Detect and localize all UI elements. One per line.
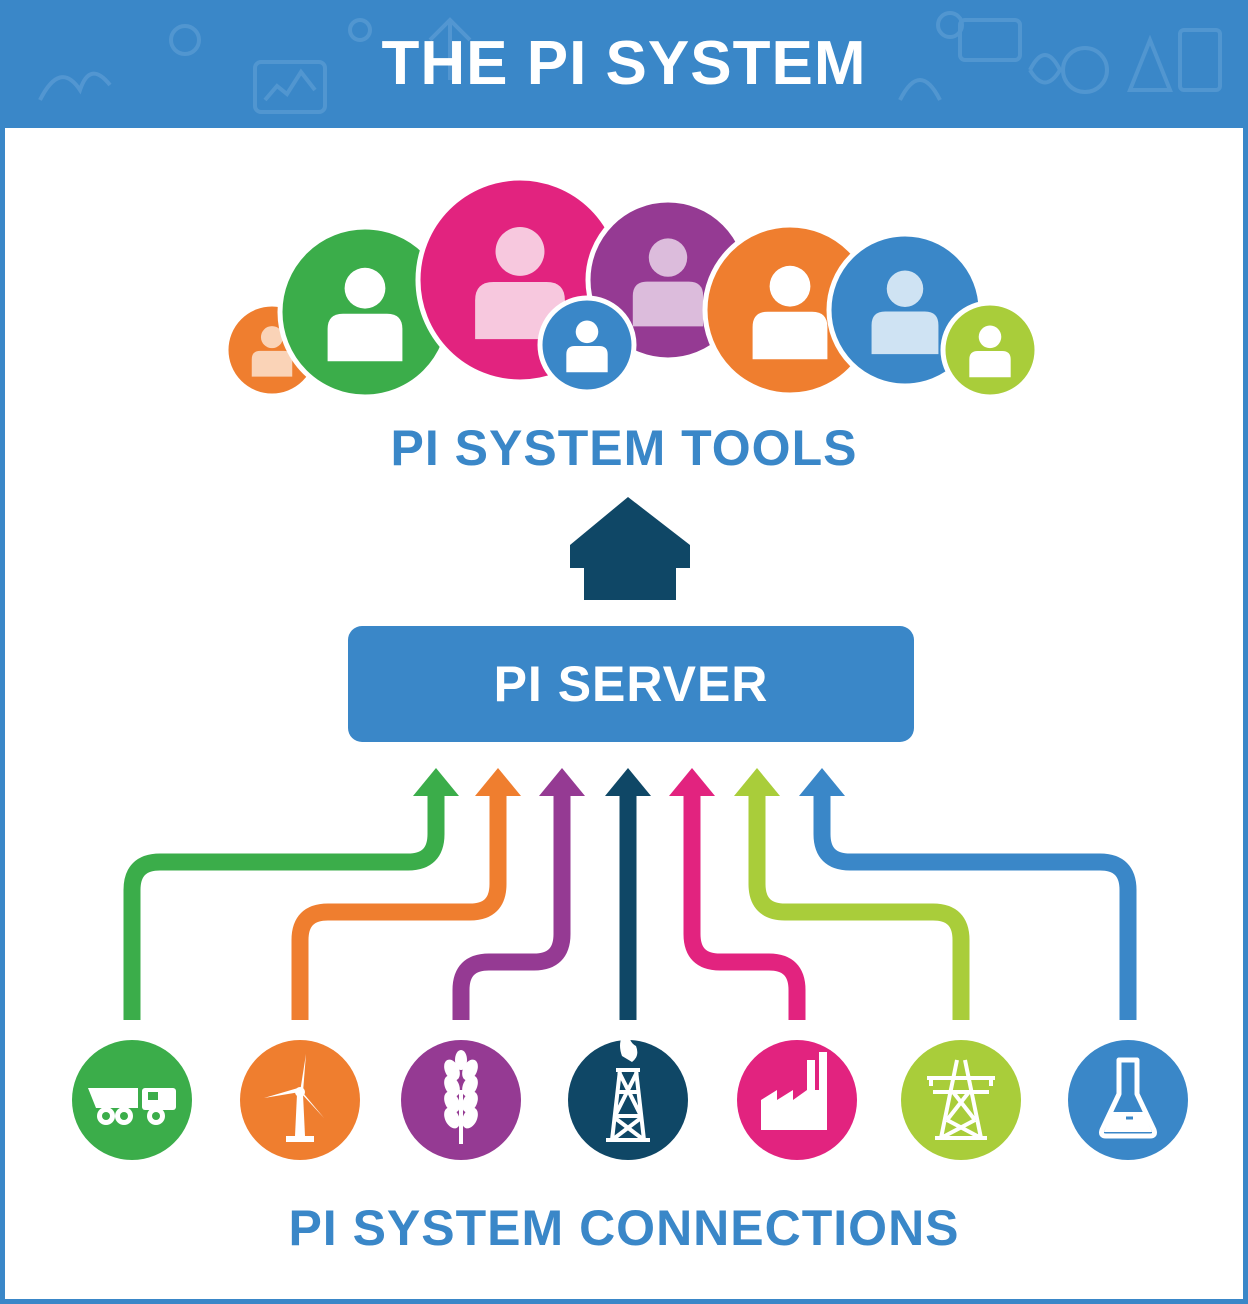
user-avatar — [537, 295, 637, 395]
connection-sources — [72, 1028, 1188, 1160]
connection-source — [901, 1040, 1021, 1160]
page-title: THE PI SYSTEM — [381, 29, 867, 98]
header-icon-pattern — [38, 11, 1222, 114]
server-label: PI SERVER — [493, 656, 769, 712]
connection-arrow — [291, 768, 521, 1020]
user-avatar — [702, 222, 878, 398]
connection-source — [240, 1040, 360, 1160]
arrowhead-icon — [669, 768, 715, 796]
wheat-icon — [444, 1050, 478, 1144]
mining-truck-icon — [88, 1088, 176, 1125]
person-icon — [752, 265, 828, 360]
oil-rig-icon — [606, 1028, 650, 1142]
person-icon — [632, 238, 704, 327]
connection-paths — [123, 768, 1137, 1020]
person-icon — [251, 326, 293, 377]
pi-server-box: PI SERVER — [348, 626, 914, 742]
connection-source — [568, 1028, 688, 1160]
connection-arrow — [734, 768, 970, 1020]
arrowhead-icon — [605, 768, 651, 796]
connection-arrow — [669, 768, 806, 1020]
person-icon — [327, 267, 403, 362]
connection-arrow — [123, 768, 459, 1020]
person-icon — [566, 320, 608, 373]
wind-turbine-icon — [264, 1054, 324, 1142]
tools-user-group — [223, 175, 1040, 400]
factory-icon — [761, 1052, 827, 1130]
arrowhead-icon — [539, 768, 585, 796]
arrowhead-icon — [475, 768, 521, 796]
arrowhead-icon — [734, 768, 780, 796]
connection-arrow — [799, 768, 1137, 1020]
tools-label: PI SYSTEM TOOLS — [390, 420, 858, 476]
connection-source — [1068, 1040, 1188, 1160]
server-to-tools-arrow — [570, 497, 690, 600]
up-arrow-icon — [570, 497, 690, 600]
person-icon — [969, 325, 1011, 378]
connection-source — [72, 1040, 192, 1160]
flask-icon — [1099, 1057, 1157, 1139]
user-avatar — [277, 224, 453, 400]
connection-arrow — [452, 768, 585, 1020]
power-tower-icon — [927, 1059, 995, 1140]
connection-source — [737, 1040, 857, 1160]
connections-label: PI SYSTEM CONNECTIONS — [288, 1200, 960, 1256]
connection-source — [401, 1040, 521, 1160]
arrowhead-icon — [799, 768, 845, 796]
arrowhead-icon — [413, 768, 459, 796]
user-avatar — [940, 300, 1040, 400]
connection-arrow — [605, 768, 651, 1020]
person-icon — [871, 270, 939, 355]
header-banner: THE PI SYSTEM — [0, 0, 1248, 128]
